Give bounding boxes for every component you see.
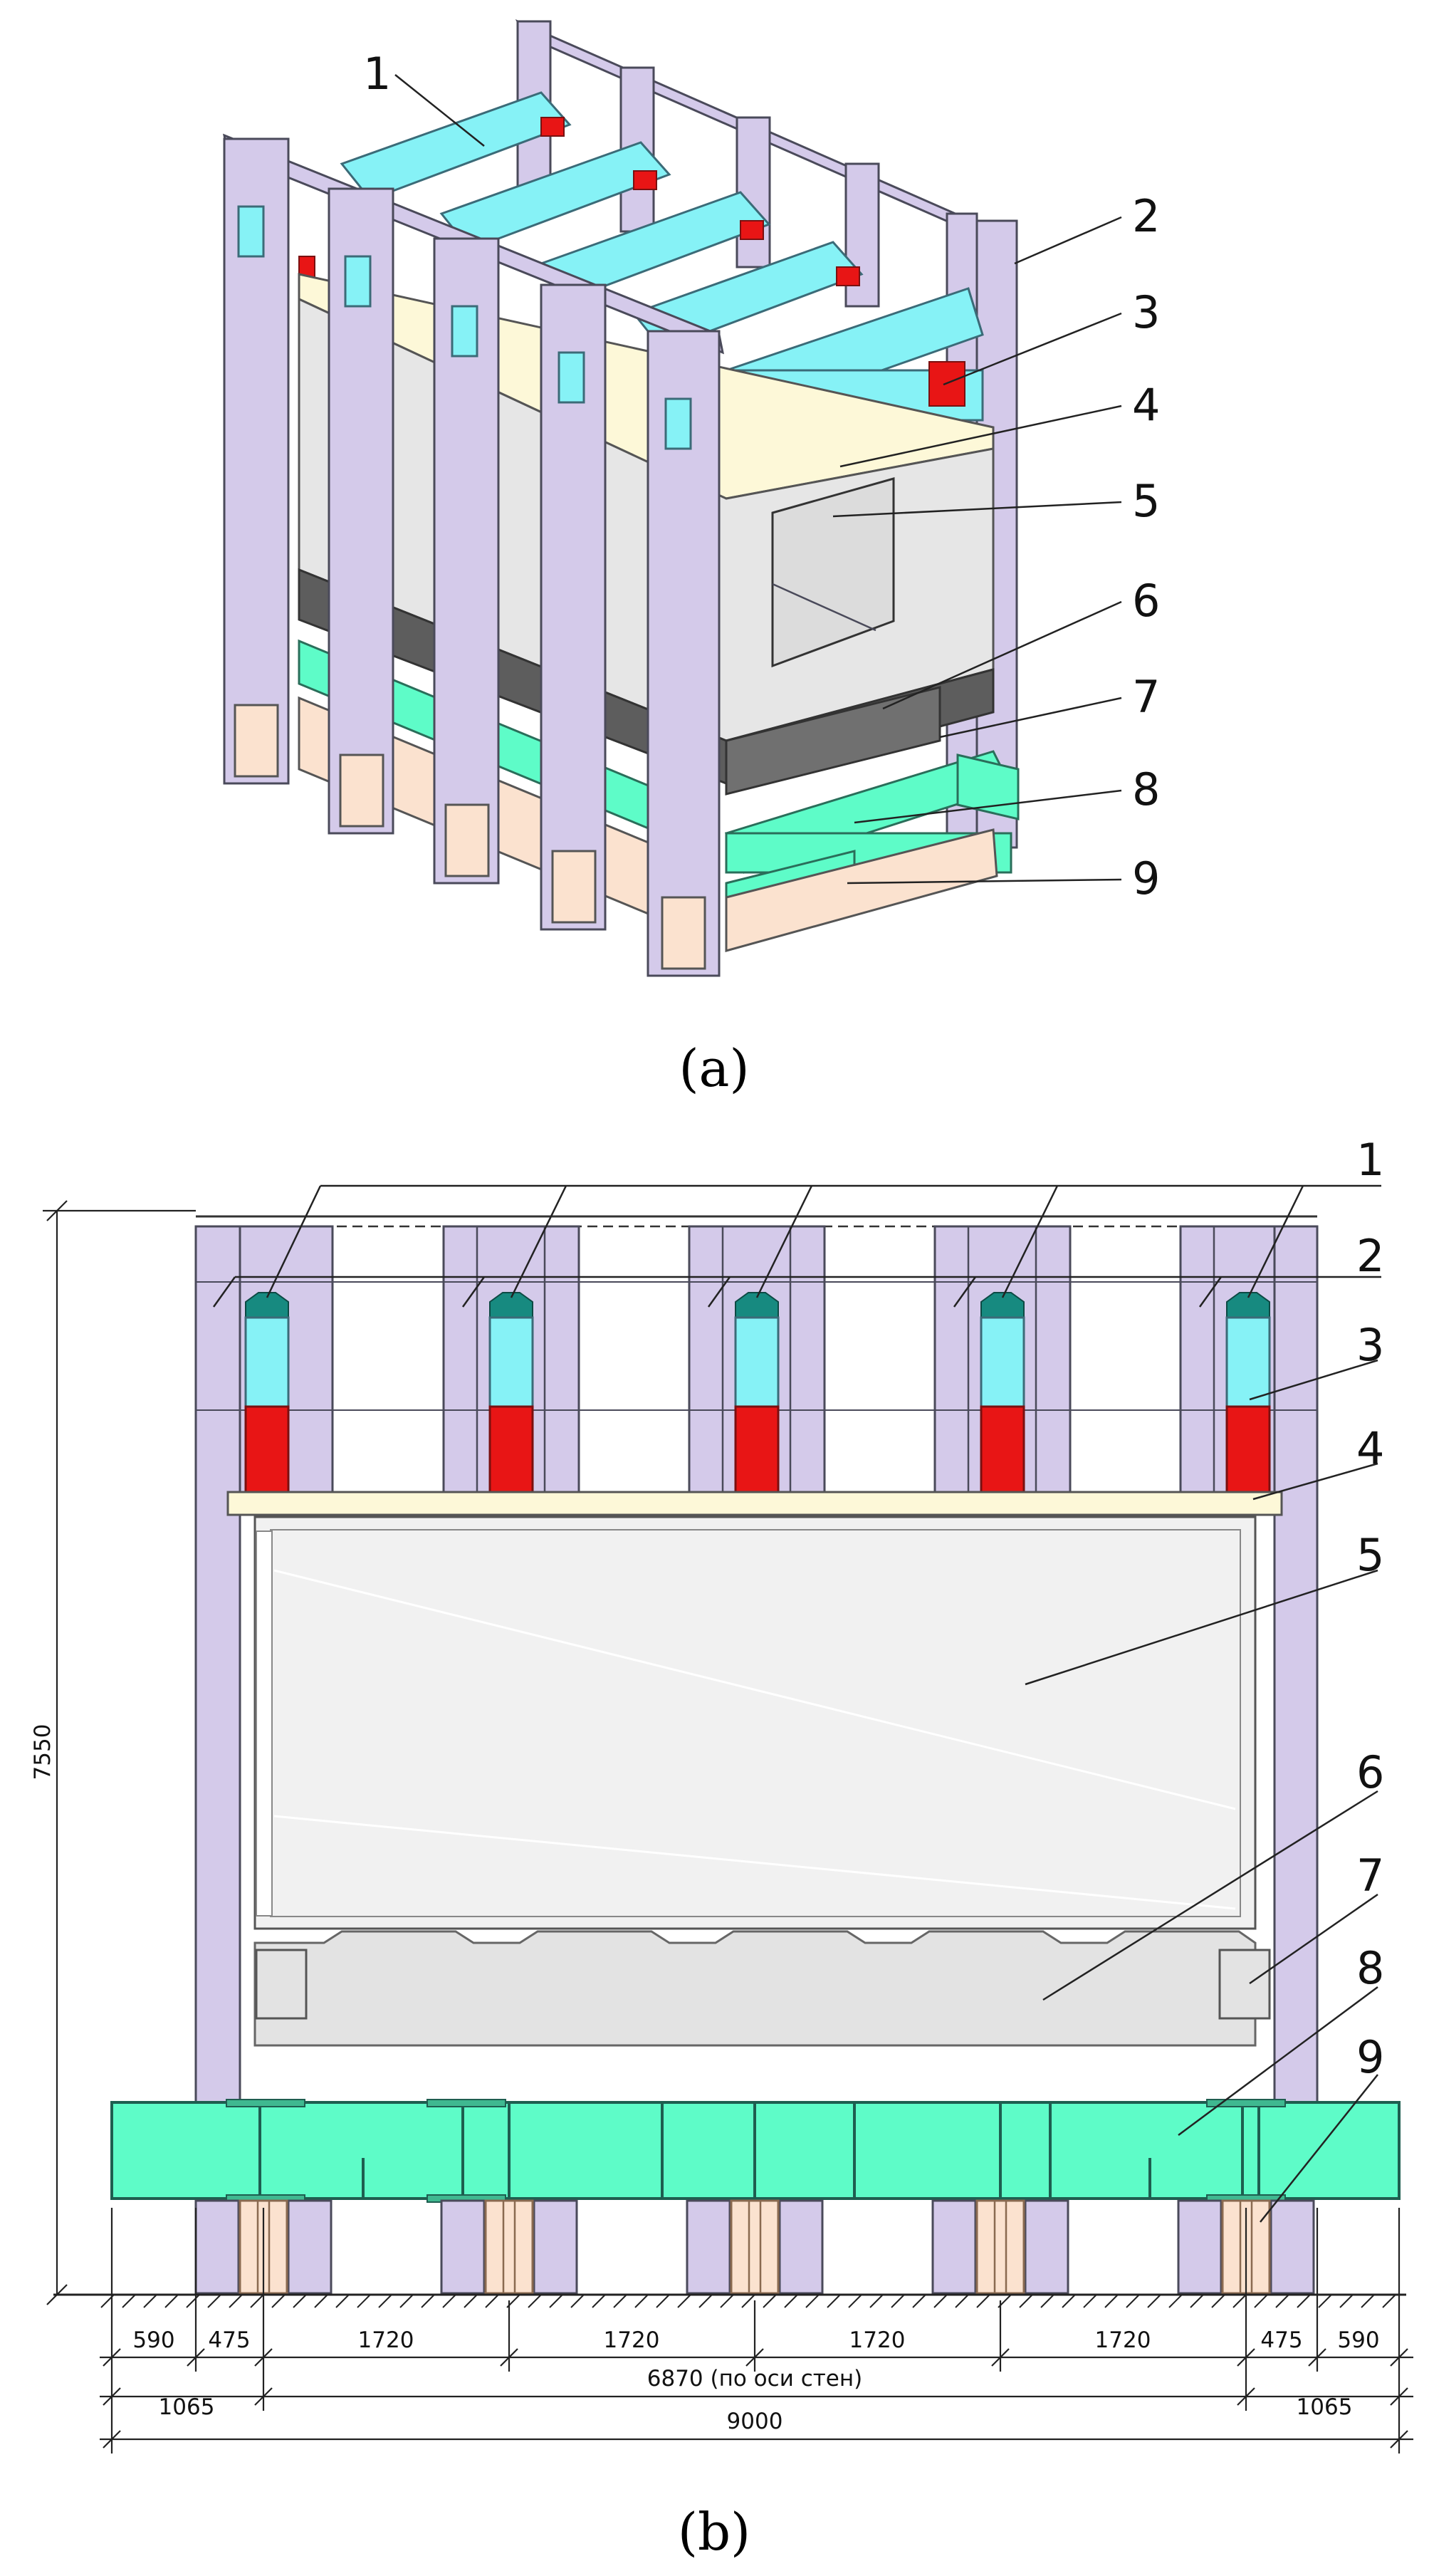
jack-4 [980,1292,1025,1493]
dim-6870-axis: 6870 (по оси стен) [647,2366,862,2392]
dim-1720-1: 1720 [358,2327,414,2353]
jack-3 [734,1292,780,1493]
wall-panel-opening-diagonal [772,583,876,632]
callout-b-6: 6 [1356,1746,1384,1798]
callout-a-1: 1 [363,48,391,100]
tested-wall-panel-b [253,1516,1257,1930]
cream-distribution-beam-b [226,1491,1283,1516]
callout-a-3: 3 [1132,286,1160,338]
dim-590-left: 590 [132,2327,174,2353]
panel-a-callouts: 1 2 3 4 5 6 7 8 9 [363,48,1160,904]
dim-1065-left: 1065 [159,2394,215,2420]
caption-b: (b) [678,2502,750,2562]
callout-a-8: 8 [1132,763,1160,815]
callout-a-4: 4 [1132,379,1160,431]
horizontal-dimensions: 590 475 1720 1720 1720 1720 475 590 1065… [100,2208,1413,2454]
callout-a-7: 7 [1132,671,1160,723]
peach-bearing-blocks [239,2199,1271,2295]
jack-1 [244,1292,290,1493]
panel-a-leader-lines [394,74,1122,885]
dim-1720-2: 1720 [604,2327,660,2353]
dim-475-left: 475 [208,2327,250,2353]
wall-panel-side-strip [256,1531,273,1917]
callout-b-7: 7 [1356,1850,1384,1902]
height-dimension-label: 7550 [30,1724,56,1780]
green-beam-stiffeners [258,2102,1260,2199]
dim-1720-3: 1720 [849,2327,906,2353]
dimension-extension-lines [110,2208,1401,2454]
front-frame [222,133,725,977]
ground-hatch [100,2294,1396,2308]
jacks [244,1292,1271,1493]
lower-frame-columns [194,2199,1315,2295]
callout-b-9: 9 [1356,2031,1384,2083]
dim-1720-4: 1720 [1095,2327,1151,2353]
callout-b-2: 2 [1356,1230,1384,1282]
dim-475-right: 475 [1260,2327,1302,2353]
wall-panel-faint-line-1 [273,1569,1236,1810]
callout-a-9: 9 [1132,852,1160,904]
callout-a-6: 6 [1132,575,1160,627]
bearing-block-web-lines [256,2201,1253,2293]
callout-a-5: 5 [1132,475,1160,527]
dark-grey-beam-front [725,686,941,796]
panel-a-isometric-view: 1 2 3 4 5 6 7 8 9 (a) [222,19,1160,1098]
callout-b-8: 8 [1356,1942,1384,1994]
callout-b-4: 4 [1356,1422,1384,1474]
dimension-ticks [103,2348,1408,2449]
caption-a: (a) [679,1038,749,1098]
slab-end-block-left [255,1949,308,2020]
outer-frame-columns [194,1225,1319,2104]
dim-1065-right: 1065 [1297,2394,1353,2420]
callout-b-5: 5 [1356,1529,1384,1581]
callout-b-3: 3 [1356,1319,1384,1371]
hollow-core-slab [253,1930,1257,2047]
wall-panel-opening [771,477,895,668]
dim-590-right: 590 [1337,2327,1379,2353]
callout-a-2: 2 [1132,190,1160,242]
jack-5 [1225,1292,1271,1493]
height-dimension: 7550 [30,1200,196,2305]
slab-end-block-right [1218,1949,1271,2020]
jack-2 [488,1292,534,1493]
panel-b-leader-lines [212,1184,1381,2223]
panel-b-callouts: 1 2 3 4 5 6 7 8 9 [1356,1134,1384,2083]
wall-panel-faint-line-2 [273,1815,1236,1910]
callout-b-1: 1 [1356,1134,1384,1186]
panel-b-elevation-view: 7550 [30,1134,1413,2562]
dim-9000-total: 9000 [727,2409,783,2434]
